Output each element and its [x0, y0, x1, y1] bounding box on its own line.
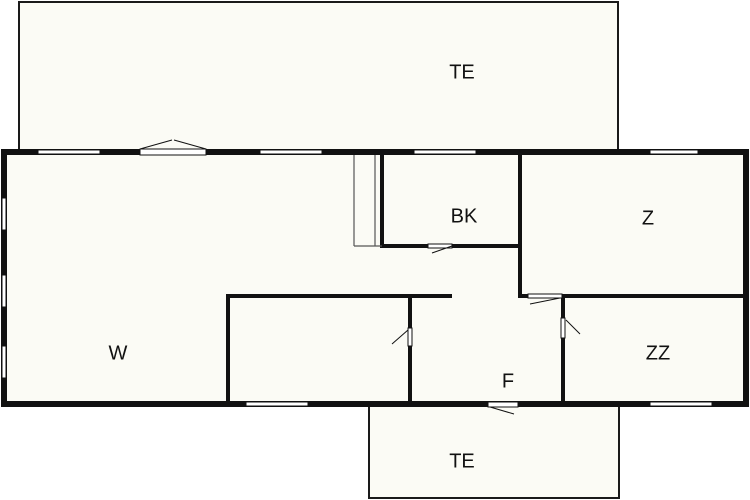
closet-niche	[353, 155, 382, 247]
window-top-2	[259, 149, 323, 155]
doors	[139, 139, 581, 415]
door-terrace-top	[139, 148, 207, 156]
interior-walls	[226, 152, 746, 404]
door-room-zz	[560, 317, 566, 339]
room-label-terrace-top: TE	[449, 61, 475, 83]
room-label-bathroom: BK	[451, 205, 478, 227]
room-label-living: W	[109, 342, 128, 364]
room-label-zz: ZZ	[646, 342, 670, 364]
terrace-bottom-area	[368, 403, 620, 499]
door-left-room	[407, 327, 413, 347]
windows	[1, 149, 713, 407]
window-top-4	[649, 149, 699, 155]
window-top-3	[413, 149, 477, 155]
window-bottom-1	[245, 401, 309, 407]
terrace-top-area	[18, 1, 619, 153]
window-left-2	[1, 274, 7, 308]
door-room-z	[527, 293, 563, 299]
room-label-hall: F	[502, 370, 514, 392]
window-top-1	[37, 149, 101, 155]
window-left-1	[1, 197, 7, 231]
window-left-3	[1, 345, 7, 379]
window-bottom-2	[649, 401, 713, 407]
room-label-z: Z	[642, 207, 654, 229]
door-front	[487, 401, 519, 408]
room-label-terrace-bottom: TE	[449, 450, 475, 472]
